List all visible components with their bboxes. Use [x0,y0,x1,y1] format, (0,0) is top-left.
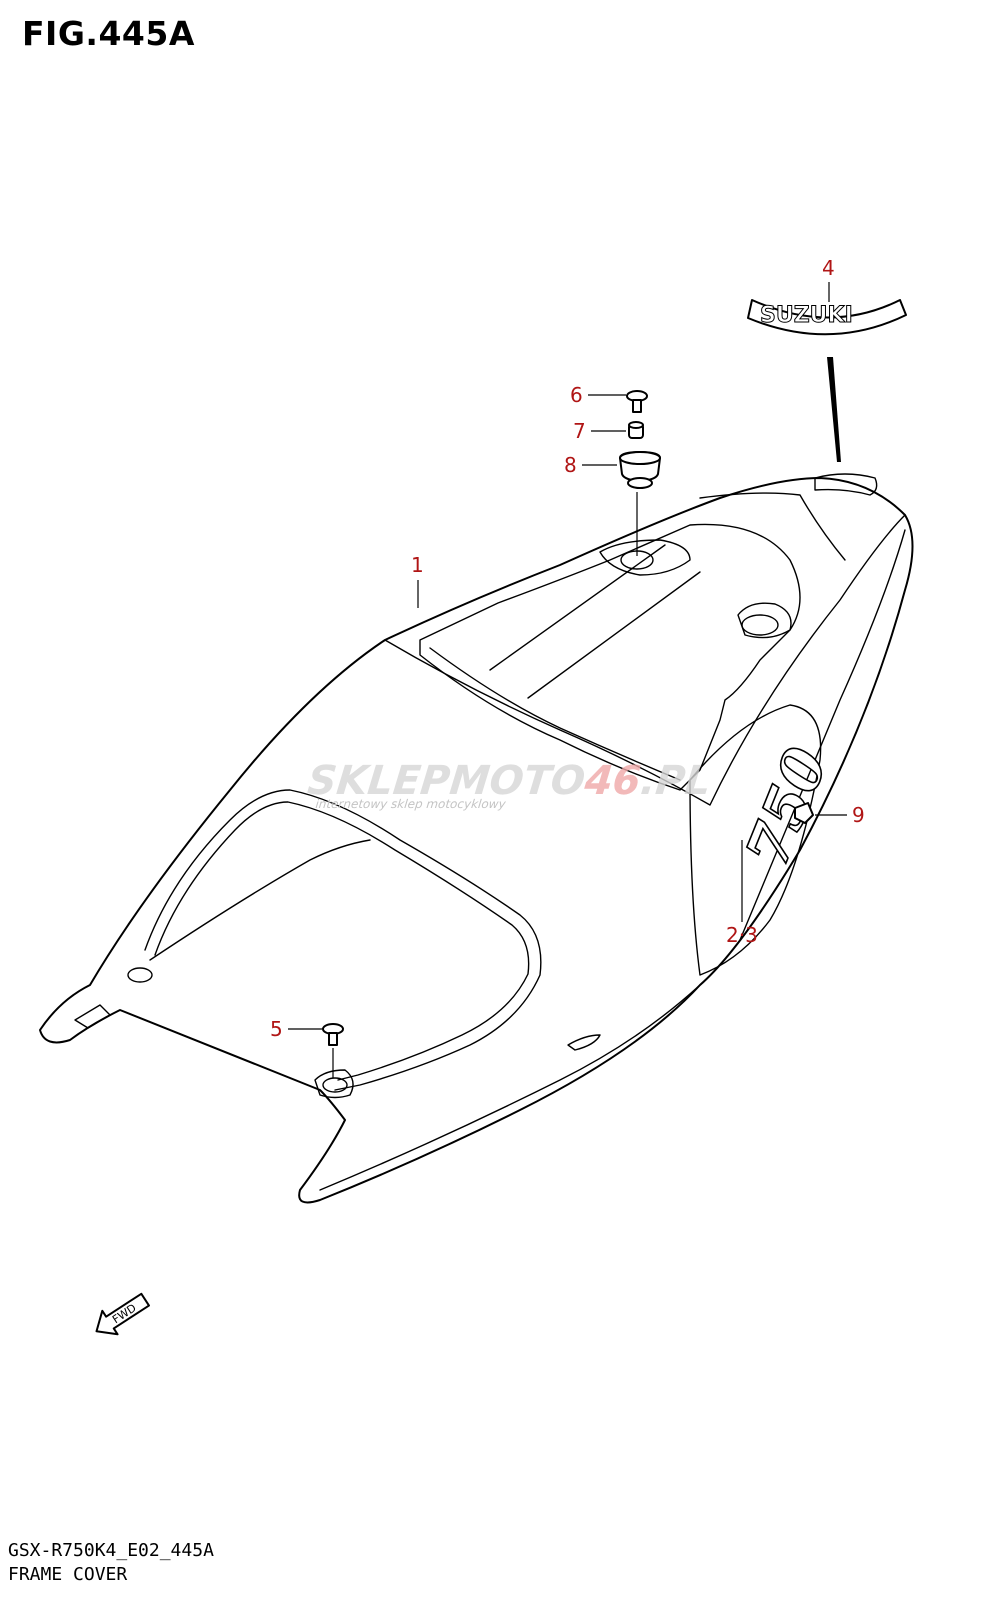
watermark-tagline: internetowy sklep motocyklowy [315,797,507,811]
callout-label-1: 1 [411,553,424,577]
callout-label-8: 8 [564,453,577,477]
callout-label-2-3: 2·3 [726,923,758,947]
emblem-pointer [827,357,841,462]
fwd-direction-arrow: FWD [95,1292,150,1336]
callout-label-9: 9 [852,803,865,827]
callout-2-3: 2·3 [726,840,758,947]
collar-part-7[interactable] [628,421,644,439]
callout-6: 6 [570,383,626,407]
suzuki-emblem-text: SUZUKI [760,303,853,328]
watermark-brand: SKLEPMOTO46.PL [305,758,713,804]
callout-label-5: 5 [270,1017,283,1041]
callout-4: 4 [822,256,835,302]
grommet-part-8[interactable] [619,451,661,489]
clip-nut-part-9[interactable] [794,802,814,824]
screw-part-5[interactable] [322,1023,344,1046]
callout-9: 9 [815,803,865,827]
watermark: SKLEPMOTO46.PL internetowy sklep motocyk… [305,758,713,811]
callout-8: 8 [564,453,617,477]
callout-label-4: 4 [822,256,835,280]
callout-label-6: 6 [570,383,583,407]
model-code: GSX-R750K4_E02_445A [8,1540,214,1561]
frame-cover-part[interactable] [39,473,914,1204]
figure-title: FIG.445A [22,14,195,53]
callout-label-7: 7 [573,419,586,443]
callout-7: 7 [573,419,626,443]
screw-part-6[interactable] [626,390,648,413]
part-name: FRAME COVER [8,1564,128,1585]
callout-1: 1 [411,553,424,608]
callout-5: 5 [270,1017,322,1041]
suzuki-emblem-part[interactable]: SUZUKI [747,299,907,336]
